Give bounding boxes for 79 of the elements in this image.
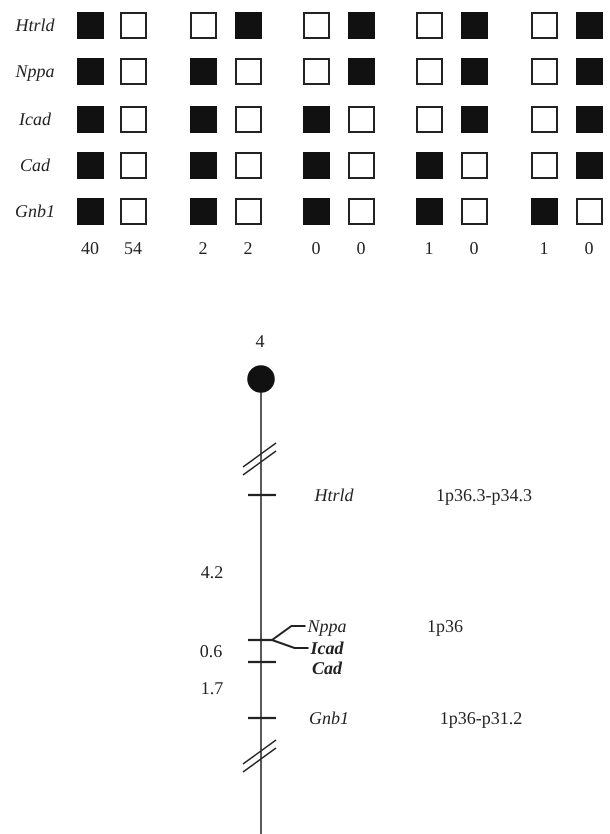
open-square bbox=[348, 198, 375, 225]
count-label: 0 bbox=[584, 239, 594, 257]
gene-name: Gnb1 bbox=[15, 202, 55, 220]
open-square bbox=[531, 12, 558, 39]
chromosome-number: 4 bbox=[256, 332, 264, 350]
gene-name: Htrld bbox=[16, 16, 54, 34]
open-square bbox=[120, 106, 147, 133]
gene-name: Icad bbox=[310, 639, 344, 657]
filled-square bbox=[348, 12, 375, 39]
filled-square bbox=[576, 106, 603, 133]
count-label: 0 bbox=[470, 239, 478, 257]
count-label: 1 bbox=[424, 239, 434, 257]
distance-label: 4.2 bbox=[200, 563, 224, 581]
open-square bbox=[531, 58, 558, 85]
filled-square bbox=[77, 198, 104, 225]
filled-square bbox=[77, 12, 104, 39]
open-square bbox=[235, 198, 262, 225]
filled-square bbox=[416, 198, 443, 225]
gene-name: Icad bbox=[19, 110, 51, 128]
count-label: 1 bbox=[540, 239, 548, 257]
open-square bbox=[235, 152, 262, 179]
open-square bbox=[303, 58, 330, 85]
filled-square bbox=[303, 152, 330, 179]
open-square bbox=[531, 152, 558, 179]
open-square bbox=[348, 152, 375, 179]
filled-square bbox=[77, 58, 104, 85]
leader-line bbox=[272, 639, 308, 649]
filled-square bbox=[576, 152, 603, 179]
gene-name: Gnb1 bbox=[309, 709, 349, 727]
open-square bbox=[120, 152, 147, 179]
open-square bbox=[190, 12, 217, 39]
open-square bbox=[461, 152, 488, 179]
filled-square bbox=[190, 152, 217, 179]
leader-line bbox=[271, 625, 306, 641]
filled-square bbox=[461, 106, 488, 133]
filled-square bbox=[235, 12, 262, 39]
gene-name: Cad bbox=[312, 659, 342, 677]
filled-square bbox=[190, 58, 217, 85]
open-square bbox=[531, 106, 558, 133]
open-square bbox=[235, 58, 262, 85]
open-square bbox=[348, 106, 375, 133]
filled-square bbox=[303, 106, 330, 133]
band-label: 1p36 bbox=[427, 617, 463, 635]
distance-label: 1.7 bbox=[200, 679, 224, 697]
gene-name: Htrld bbox=[314, 486, 354, 504]
open-square bbox=[120, 12, 147, 39]
filled-square bbox=[190, 106, 217, 133]
open-square bbox=[416, 58, 443, 85]
count-label: 2 bbox=[198, 239, 208, 257]
gene-name: Cad bbox=[20, 156, 50, 174]
band-label: 1p36-p31.2 bbox=[440, 709, 522, 727]
filled-square bbox=[77, 106, 104, 133]
filled-square bbox=[77, 152, 104, 179]
filled-square bbox=[303, 198, 330, 225]
count-label: 0 bbox=[312, 239, 320, 257]
open-square bbox=[416, 106, 443, 133]
gene-name: Nppa bbox=[16, 62, 54, 80]
distance-label: 0.6 bbox=[200, 642, 222, 660]
count-label: 40 bbox=[81, 239, 99, 257]
gene-name: Nppa bbox=[308, 617, 346, 635]
open-square bbox=[120, 58, 147, 85]
open-square bbox=[303, 12, 330, 39]
filled-square bbox=[461, 58, 488, 85]
count-label: 54 bbox=[124, 239, 142, 257]
open-square bbox=[120, 198, 147, 225]
filled-square bbox=[461, 12, 488, 39]
count-label: 2 bbox=[244, 239, 252, 257]
open-square bbox=[461, 198, 488, 225]
count-label: 0 bbox=[356, 239, 366, 257]
open-square bbox=[576, 198, 603, 225]
filled-square bbox=[576, 12, 603, 39]
filled-square bbox=[576, 58, 603, 85]
filled-square bbox=[190, 198, 217, 225]
open-square bbox=[416, 12, 443, 39]
open-square bbox=[235, 106, 262, 133]
filled-square bbox=[348, 58, 375, 85]
filled-square bbox=[531, 198, 558, 225]
filled-square bbox=[416, 152, 443, 179]
band-label: 1p36.3-p34.3 bbox=[436, 486, 532, 504]
